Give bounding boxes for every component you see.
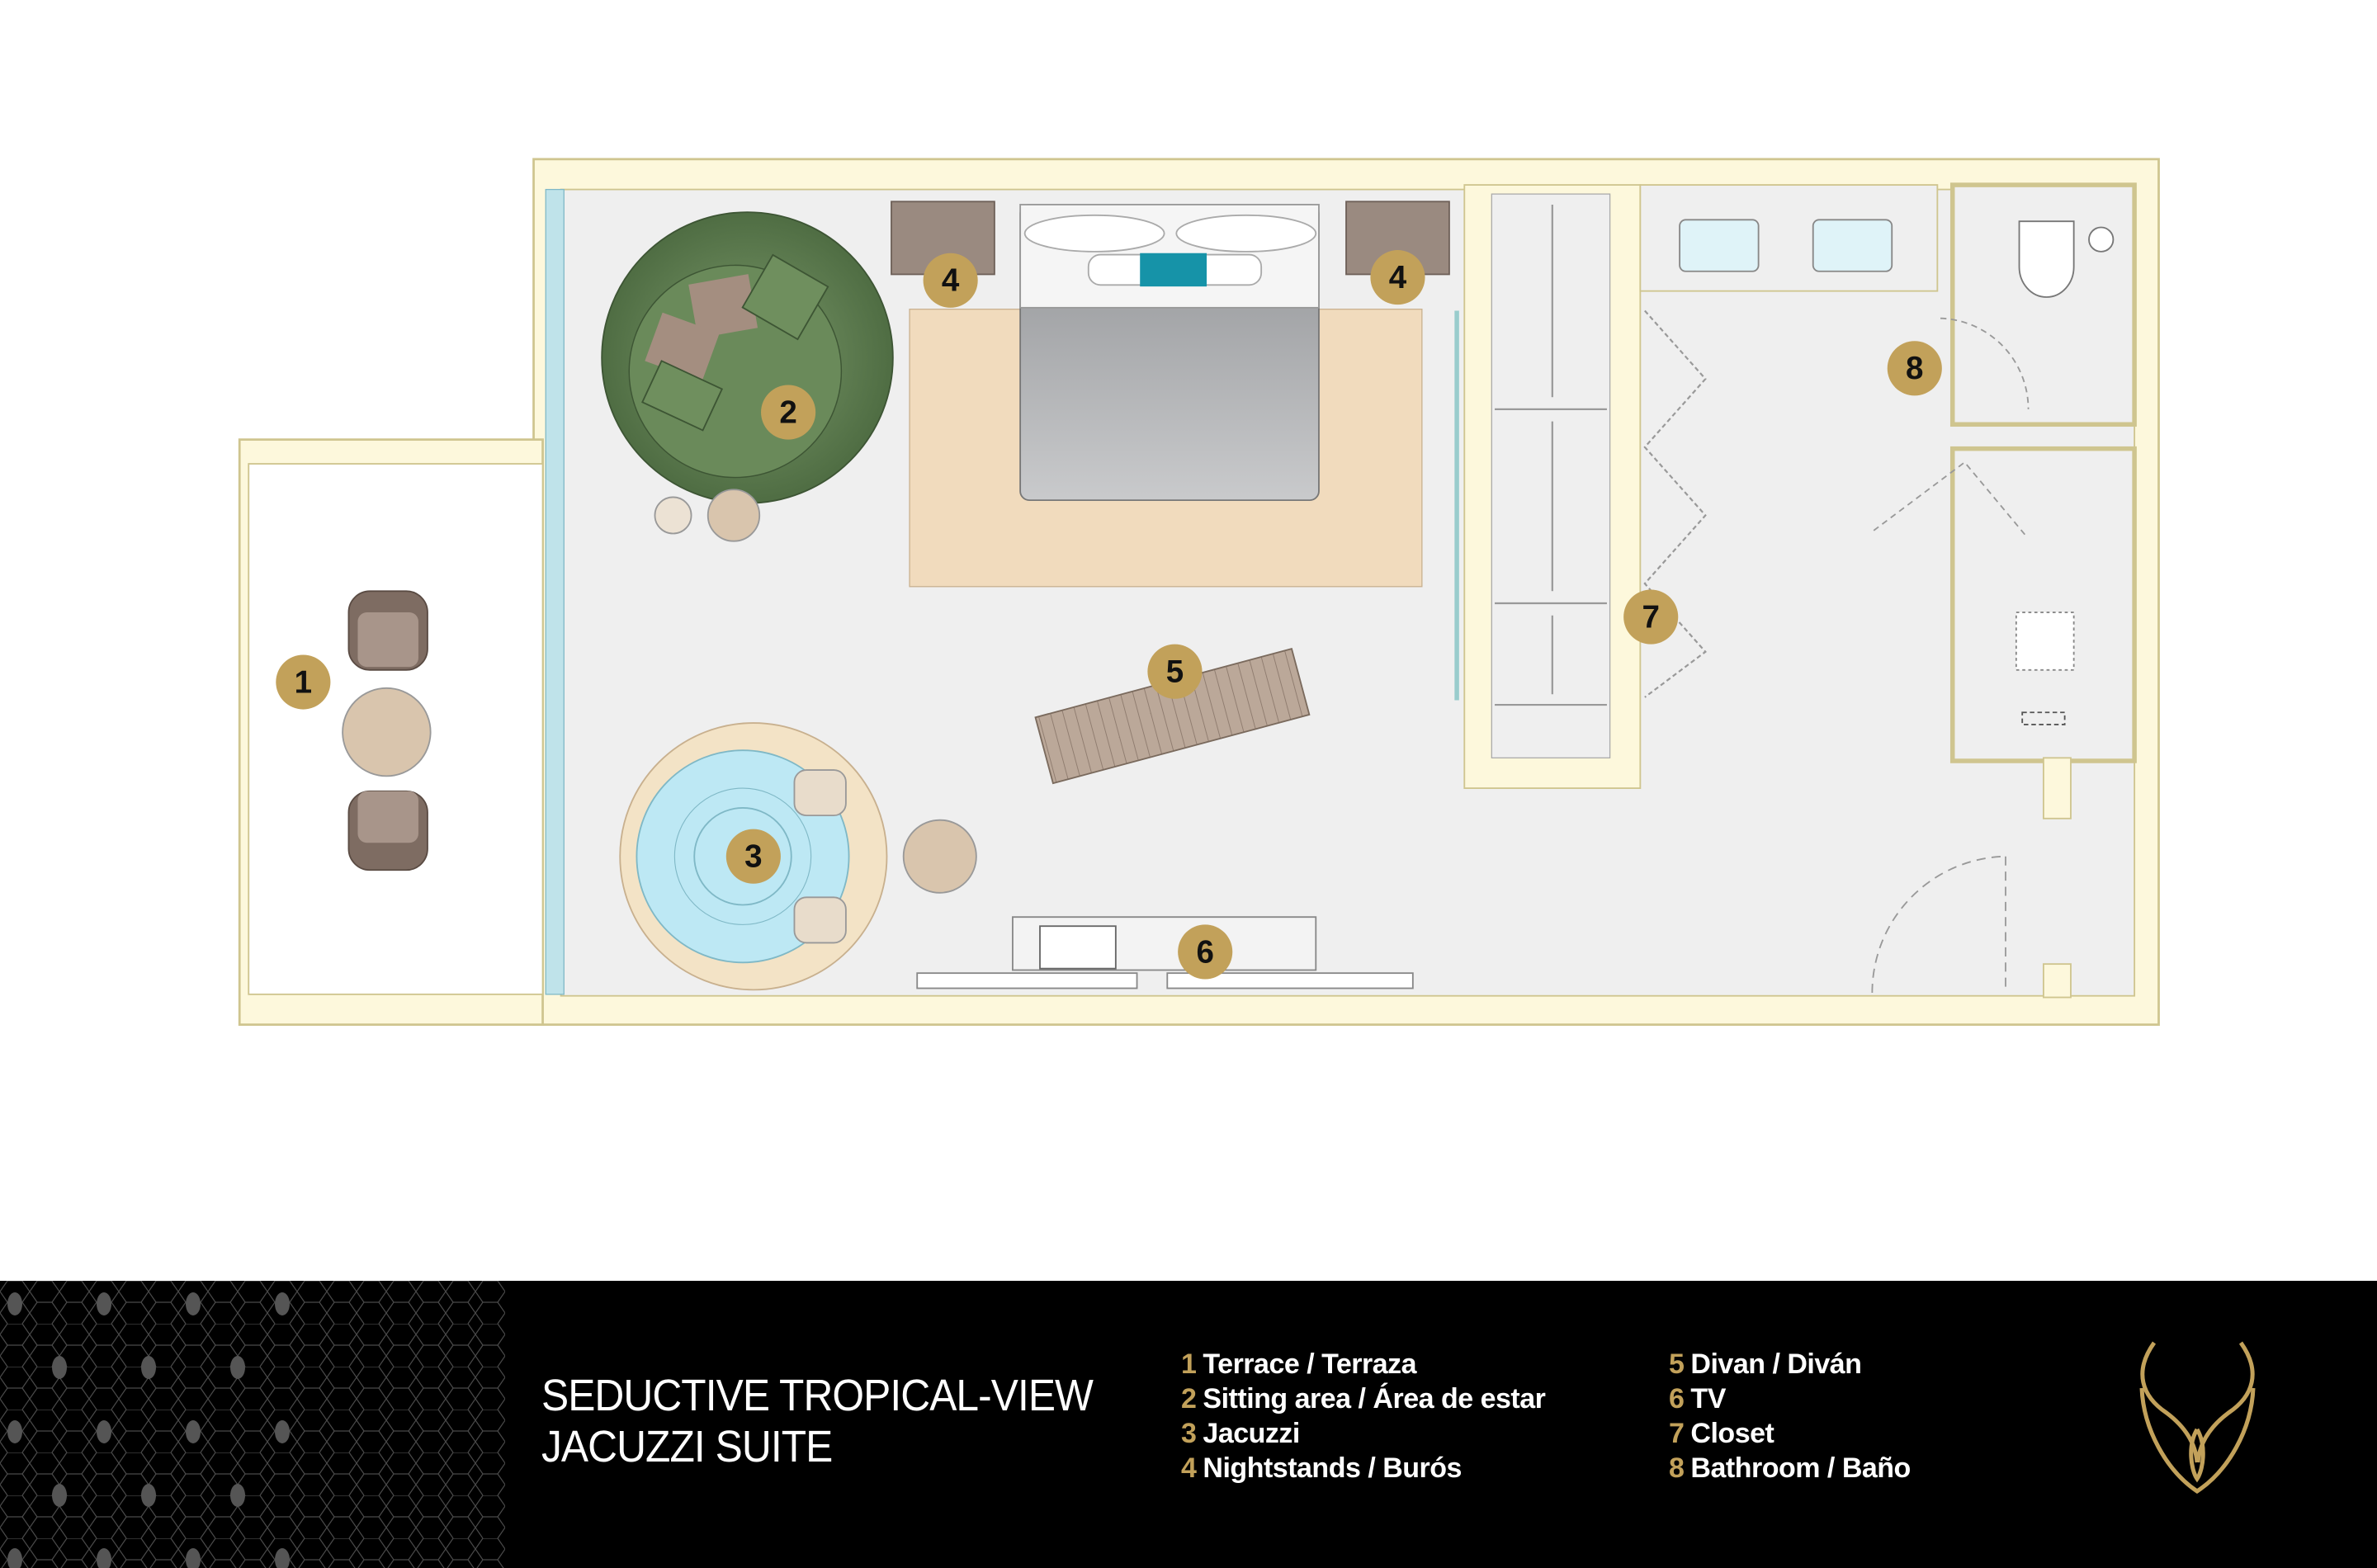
room-marker: 2 — [761, 385, 816, 440]
room-marker: 6 — [1178, 924, 1233, 980]
marker-number: 1 — [295, 664, 312, 700]
bed — [1019, 204, 1320, 502]
bathroom-fixtures — [1679, 219, 2115, 994]
tv-console — [916, 916, 1414, 989]
marker-number: 3 — [744, 839, 762, 875]
room-marker: 1 — [276, 654, 331, 710]
marker-number: 6 — [1196, 934, 1213, 970]
room-marker: 5 — [1147, 644, 1203, 699]
floor-plan: 1 2 3 4 4 5 6 7 8 — [238, 158, 2160, 1026]
deer-logo-icon — [2139, 1341, 2256, 1495]
suite-title-line1: SEDUCTIVE TROPICAL-VIEW — [541, 1371, 1094, 1420]
room-marker: 4 — [923, 253, 978, 308]
marker-number: 8 — [1906, 351, 1923, 386]
marker-number: 2 — [779, 394, 796, 430]
hexagon-pattern — [0, 1281, 505, 1568]
room-marker: 4 — [1370, 250, 1425, 305]
marker-number: 5 — [1166, 654, 1184, 690]
terrace-furniture — [342, 590, 432, 871]
room-marker: 8 — [1887, 341, 1942, 396]
room-markers: 1 2 3 4 4 5 6 7 8 — [276, 250, 1942, 980]
marker-number: 4 — [942, 263, 960, 299]
suite-title-line2: JACUZZI SUITE — [541, 1422, 833, 1471]
room-marker: 3 — [725, 829, 781, 884]
side-table — [902, 819, 977, 894]
marker-number: 4 — [1389, 260, 1407, 295]
closet — [1454, 204, 1707, 706]
room-marker: 7 — [1623, 589, 1679, 645]
marker-number: 7 — [1642, 599, 1659, 635]
